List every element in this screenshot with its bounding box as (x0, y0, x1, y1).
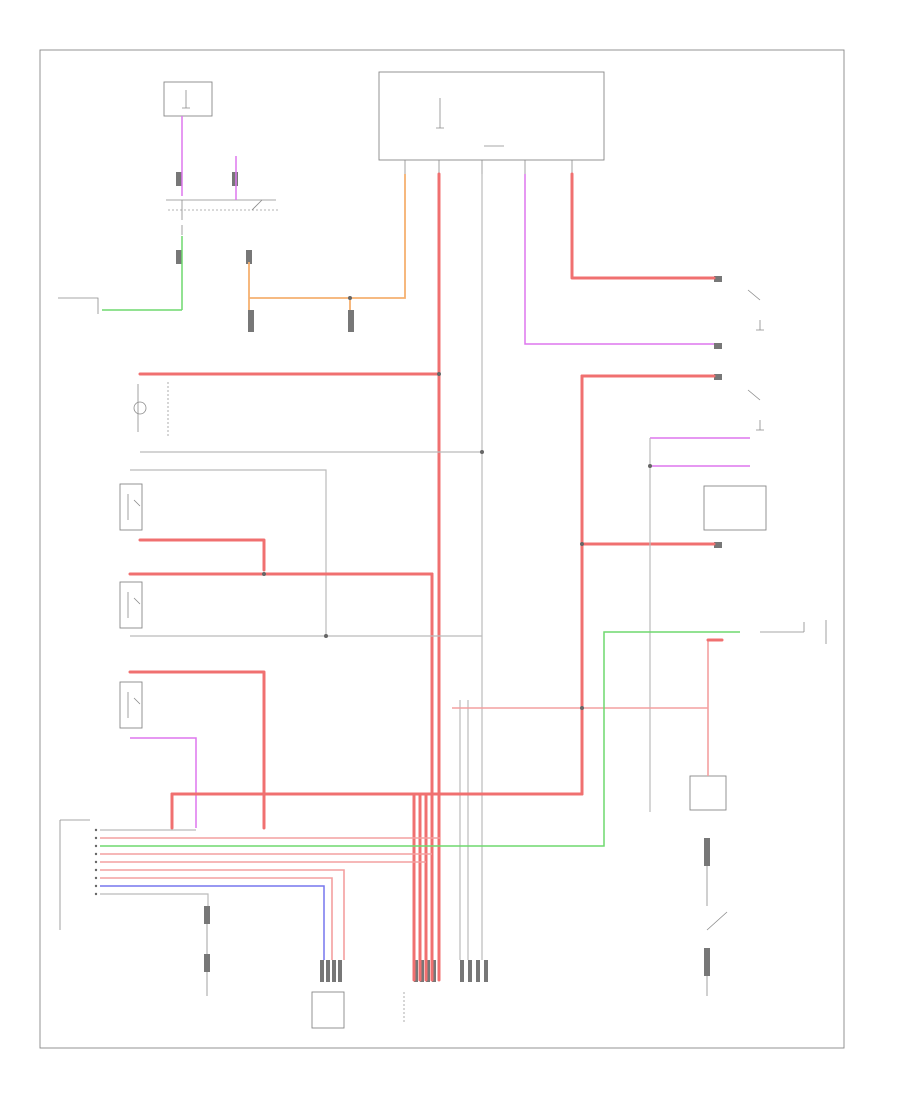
wire-violet-headlamp (524, 174, 714, 345)
wire-panel-5 (100, 869, 345, 960)
trunk-switch (403, 960, 488, 1022)
rf-door-switch (119, 581, 143, 629)
trunk-lamp (689, 775, 728, 996)
wire-red-lf (138, 538, 266, 572)
junction-dots (262, 296, 652, 710)
lf-door-switch (119, 483, 143, 531)
interior-lamp-unit (703, 485, 767, 548)
wire-orange (248, 174, 406, 310)
door-lock-actuator (311, 960, 345, 1029)
panel-unit (59, 819, 98, 930)
wire-green-defogger (100, 631, 740, 847)
rear-window-defogger-relay (760, 620, 827, 644)
defogger-switch (166, 172, 278, 264)
rear-door-switch (119, 681, 143, 729)
front-personal-lamp (133, 382, 169, 438)
control-unit (378, 71, 605, 174)
wire-red-rear (128, 670, 266, 830)
wire-panel-8 (100, 893, 209, 906)
wire-green-neutral (102, 236, 183, 311)
wire-violet-rear (130, 737, 197, 828)
combination-switch (163, 81, 213, 117)
key-switch (204, 906, 210, 996)
diagram-frame (39, 49, 845, 1049)
wire-gray-lf (130, 469, 327, 636)
wire-panel-7 (100, 885, 325, 960)
ground-blocks-top (248, 310, 354, 332)
wire-red-headlamp (570, 172, 716, 280)
wire-panel-6 (100, 877, 333, 960)
headlamp-relay (714, 276, 764, 349)
tail-lamp-relay (714, 374, 764, 431)
neutral-position-switch (58, 297, 99, 314)
wire-violet-interior (650, 437, 750, 467)
panel-pin-dots (94, 828, 98, 896)
